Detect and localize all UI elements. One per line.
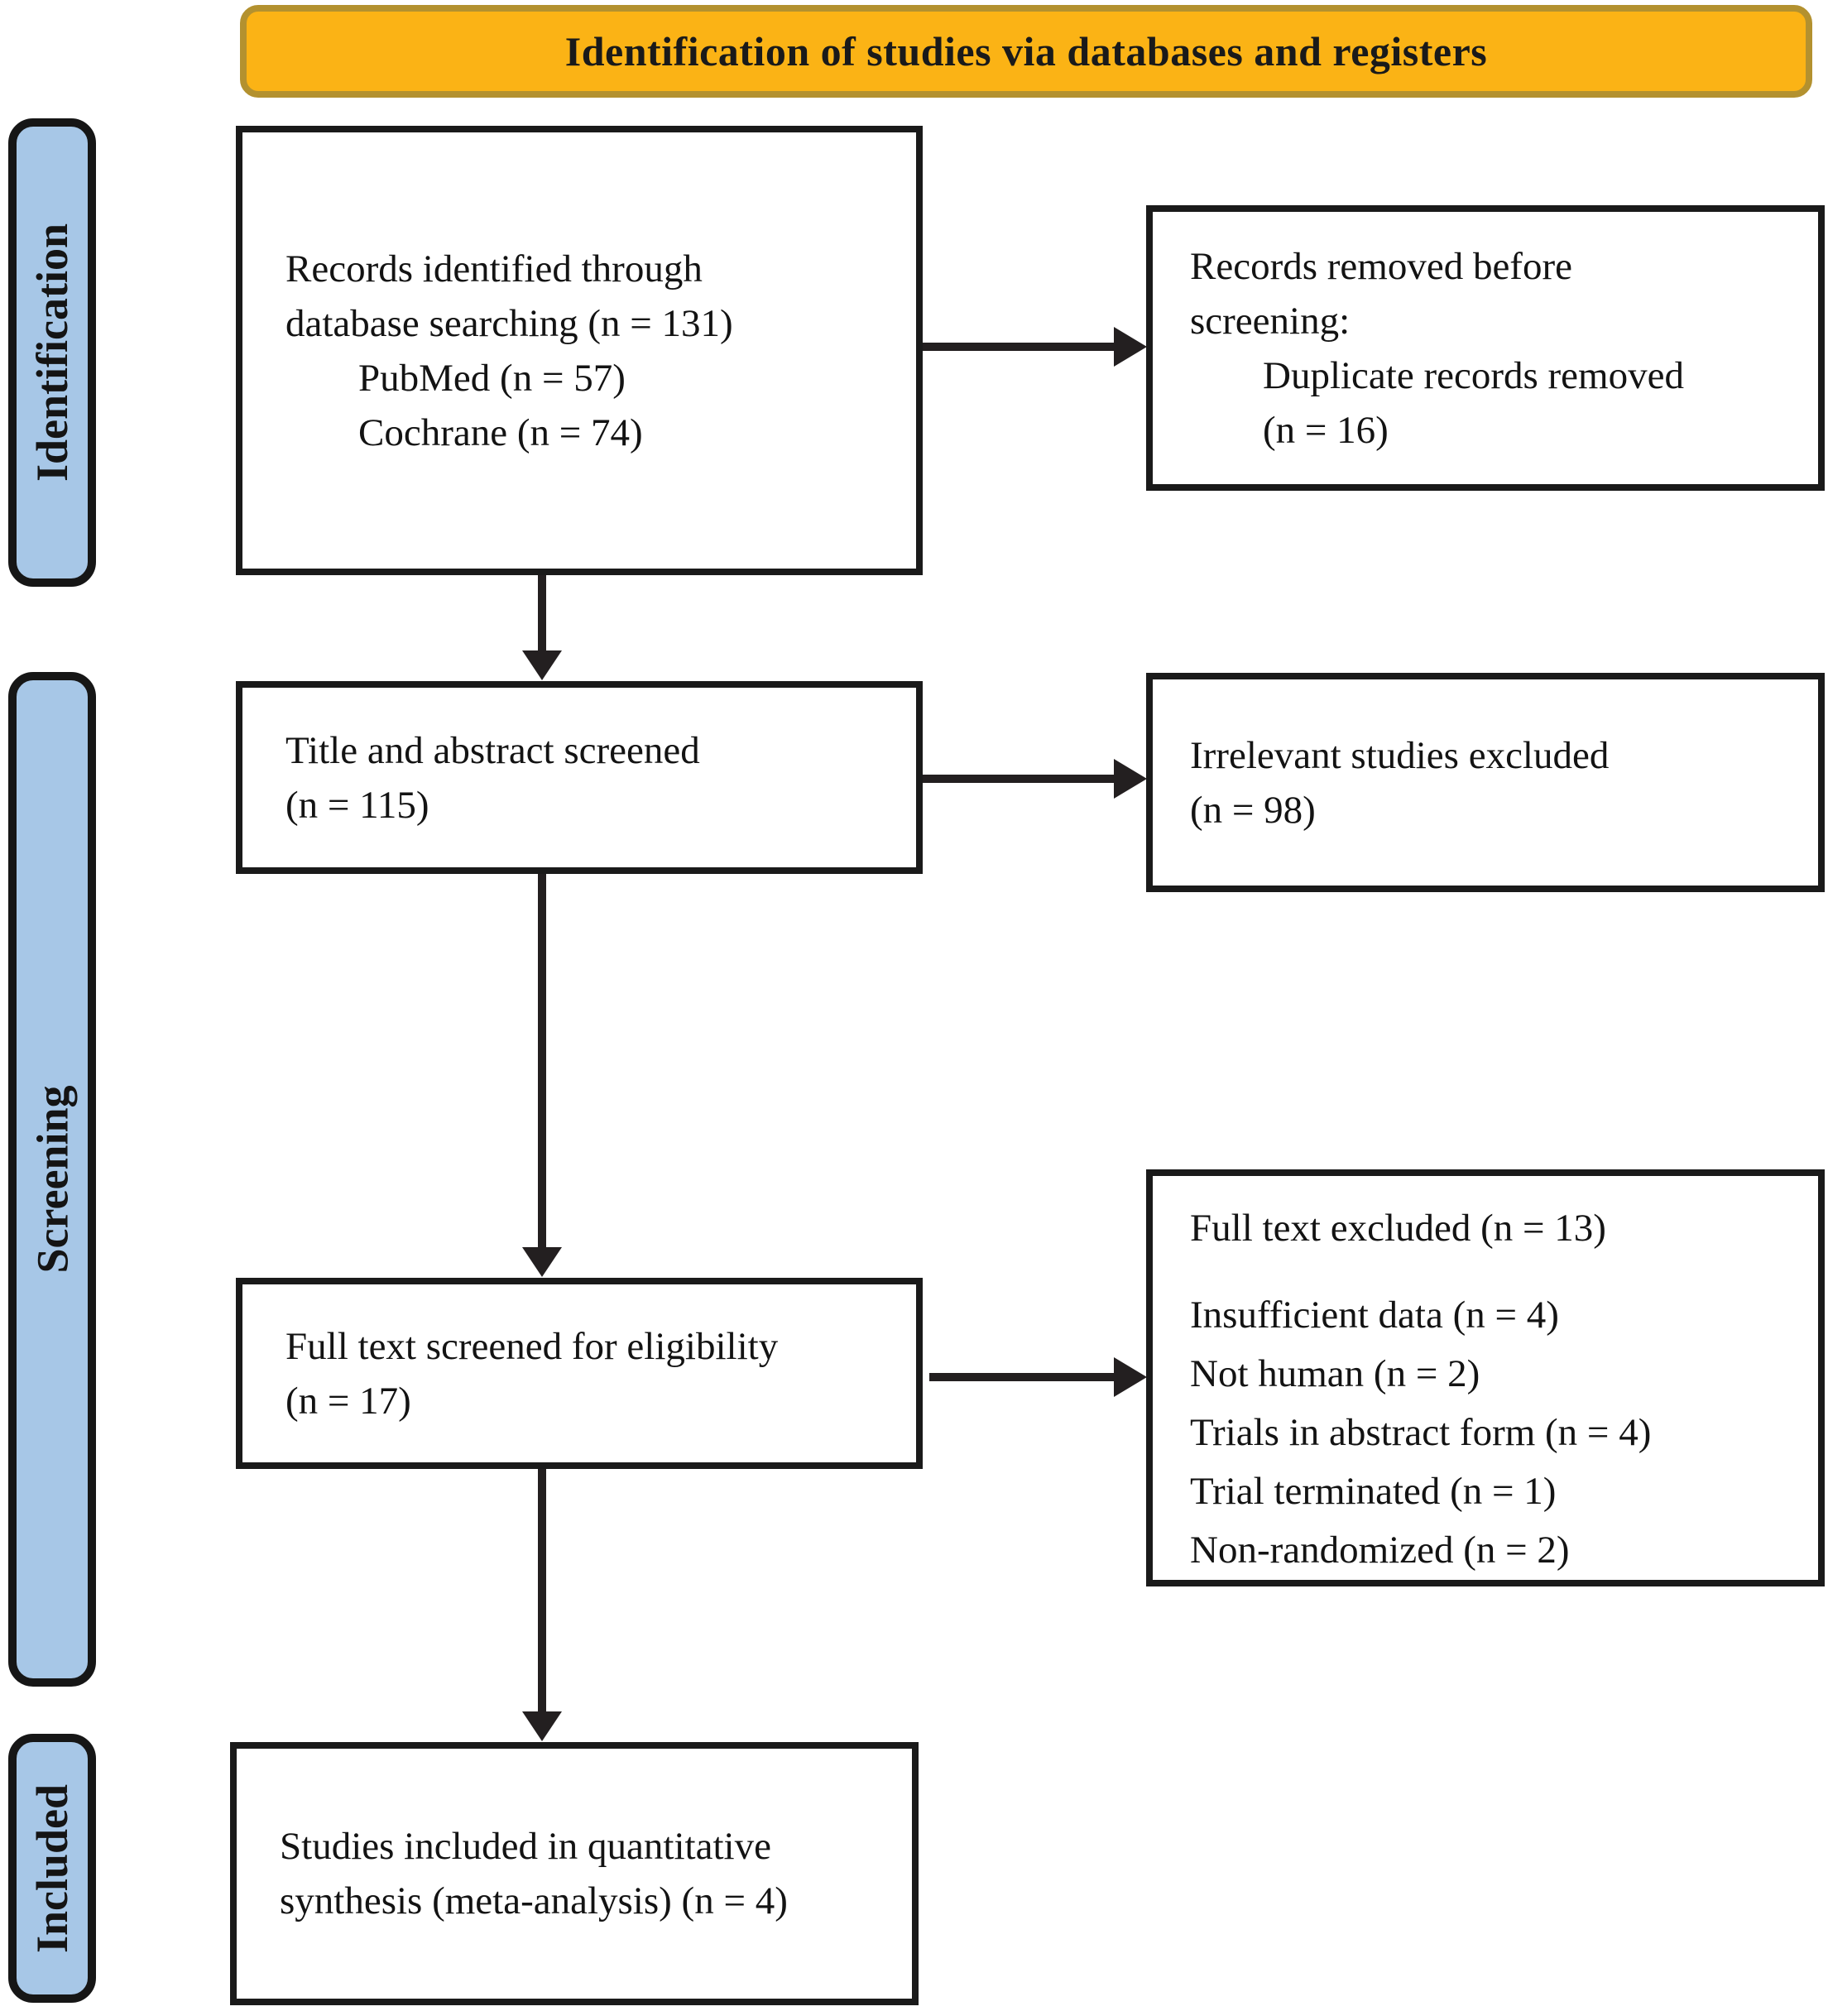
arrow-records-to-screened-line: [538, 575, 546, 653]
box-irrelevant-excluded-line: (n = 98): [1190, 788, 1316, 832]
arrow-screened-to-fulltext-head: [522, 1247, 562, 1277]
box-records-removed-line: Records removed before: [1190, 244, 1572, 288]
exclusion-reason: Trial terminated (n = 1): [1190, 1470, 1557, 1513]
box-full-text-screened-line: Full text screened for eligibility: [285, 1324, 779, 1368]
box-title-abstract-line: Title and abstract screened: [285, 728, 700, 772]
box-full-text-screened-line: (n = 17): [285, 1379, 411, 1423]
box-records-removed-line: (n = 16): [1263, 408, 1389, 452]
box-records-removed: Records removed before screening: Duplic…: [1146, 205, 1825, 491]
exclusion-reason: Trials in abstract form (n = 4): [1190, 1411, 1652, 1454]
box-studies-included-line: synthesis (meta-analysis) (n = 4): [280, 1879, 788, 1922]
box-records-removed-line: screening:: [1190, 299, 1351, 343]
arrow-fulltext-to-excluded-head: [1114, 1357, 1147, 1397]
box-studies-included: Studies included in quantitative synthes…: [230, 1742, 919, 2005]
stage-label-screening: Screening: [27, 1085, 77, 1274]
exclusion-reason: Insufficient data (n = 4): [1190, 1294, 1559, 1337]
arrow-fulltext-to-excluded-line: [929, 1373, 1120, 1381]
exclusion-reason: Non-randomized (n = 2): [1190, 1529, 1570, 1572]
arrow-records-to-removed-line: [923, 343, 1120, 351]
exclusion-reason: Not human (n = 2): [1190, 1352, 1480, 1395]
arrow-screened-to-fulltext-line: [538, 874, 546, 1250]
stage-bar-screening: Screening: [8, 672, 96, 1687]
box-irrelevant-excluded-line: Irrelevant studies excluded: [1190, 733, 1610, 777]
box-records-removed-line: Duplicate records removed: [1263, 353, 1684, 397]
box-studies-included-line: Studies included in quantitative: [280, 1825, 771, 1868]
box-irrelevant-excluded: Irrelevant studies excluded (n = 98): [1146, 673, 1825, 892]
box-records-identified-line: Records identified through: [285, 247, 703, 290]
box-title-abstract-line: (n = 115): [285, 783, 429, 827]
arrow-records-to-removed-head: [1114, 327, 1147, 367]
arrow-fulltext-to-included-head: [522, 1711, 562, 1741]
blank-line: [1190, 1258, 1818, 1286]
stage-label-included: Included: [27, 1783, 77, 1953]
box-records-identified-line: database searching (n = 131): [285, 301, 733, 345]
box-records-identified-line: Cochrane (n = 74): [358, 410, 643, 454]
stage-bar-identification: Identification: [8, 118, 96, 587]
arrow-screened-to-irrelevant-head: [1114, 759, 1147, 799]
arrow-screened-to-irrelevant-line: [923, 775, 1120, 783]
box-records-identified: Records identified through database sear…: [236, 126, 923, 575]
arrow-fulltext-to-included-line: [538, 1469, 546, 1714]
header-title: Identification of studies via databases …: [564, 28, 1488, 74]
arrow-records-to-screened-head: [522, 650, 562, 680]
header-banner: Identification of studies via databases …: [240, 5, 1812, 98]
stage-label-identification: Identification: [27, 223, 78, 482]
box-full-text-excluded: Full text excluded (n = 13) Insufficient…: [1146, 1169, 1825, 1586]
box-full-text-screened: Full text screened for eligibility (n = …: [236, 1278, 923, 1469]
box-records-identified-line: PubMed (n = 57): [358, 356, 626, 400]
box-title-abstract-screened: Title and abstract screened (n = 115): [236, 681, 923, 874]
box-full-text-excluded-title: Full text excluded (n = 13): [1190, 1207, 1606, 1250]
stage-bar-included: Included: [8, 1734, 96, 2003]
